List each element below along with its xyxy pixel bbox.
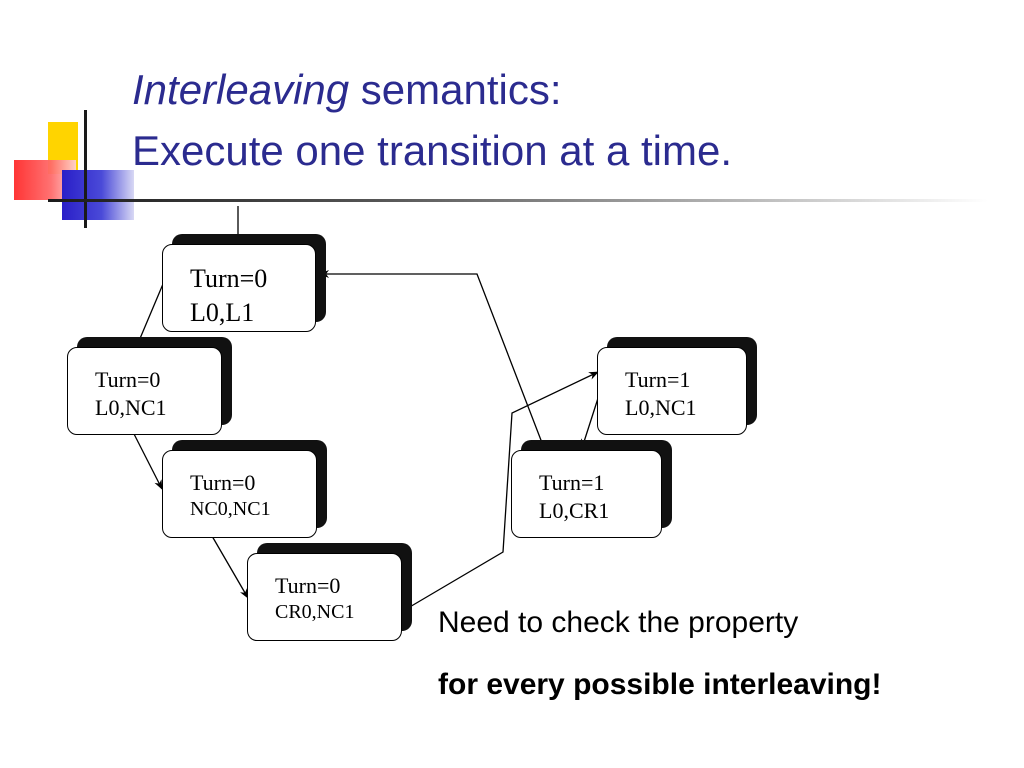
state-node-s2: Turn=0 NC0,NC1: [162, 440, 329, 538]
title-underline: [48, 199, 988, 202]
transition-arrow-s1-s2: [132, 431, 163, 490]
state-turn-label: Turn=0: [95, 367, 161, 392]
state-locations-label: NC0,NC1: [190, 498, 271, 520]
state-node-s0: Turn=0 L0,L1: [162, 234, 328, 332]
state-box: [67, 347, 222, 435]
decor-vertical-line: [84, 110, 87, 228]
state-node-s5: Turn=1 L0,CR1: [511, 440, 674, 538]
decor-blue-square: [62, 170, 134, 220]
state-node-s1: Turn=0 L0,NC1: [67, 337, 234, 435]
state-box: [247, 553, 402, 641]
state-locations-label: L0,NC1: [95, 395, 167, 420]
state-node-s3: Turn=0 CR0,NC1: [247, 543, 414, 641]
state-turn-label: Turn=0: [190, 470, 256, 495]
title-rest: semantics:: [349, 66, 562, 113]
state-box: [597, 347, 747, 435]
state-locations-label: L0,CR1: [539, 498, 610, 523]
note-line2: for every possible interleaving!: [438, 668, 882, 701]
state-turn-label: Turn=0: [190, 264, 268, 293]
state-turn-label: Turn=1: [539, 470, 605, 495]
transition-arrow-s5-s0: [319, 270, 545, 449]
state-box: [511, 450, 662, 538]
state-locations-label: L0,L1: [190, 298, 255, 327]
transition-arrow-s3-s4: [407, 371, 599, 609]
title-italic-word: Interleaving: [132, 66, 350, 113]
state-turn-label: Turn=0: [275, 573, 341, 598]
state-box: [162, 450, 317, 538]
state-node-s4: Turn=1 L0,NC1: [597, 337, 759, 435]
state-locations-label: L0,NC1: [625, 395, 697, 420]
state-box: [162, 244, 316, 332]
slide-title-line2: Execute one transition at a time.: [132, 127, 732, 174]
state-turn-label: Turn=1: [625, 367, 691, 392]
transition-arrow-s2-s3: [211, 535, 249, 599]
slide-title-line1: Interleaving semantics:: [132, 66, 562, 114]
note-line1: Need to check the property: [438, 606, 799, 639]
state-locations-label: CR0,NC1: [275, 601, 355, 623]
